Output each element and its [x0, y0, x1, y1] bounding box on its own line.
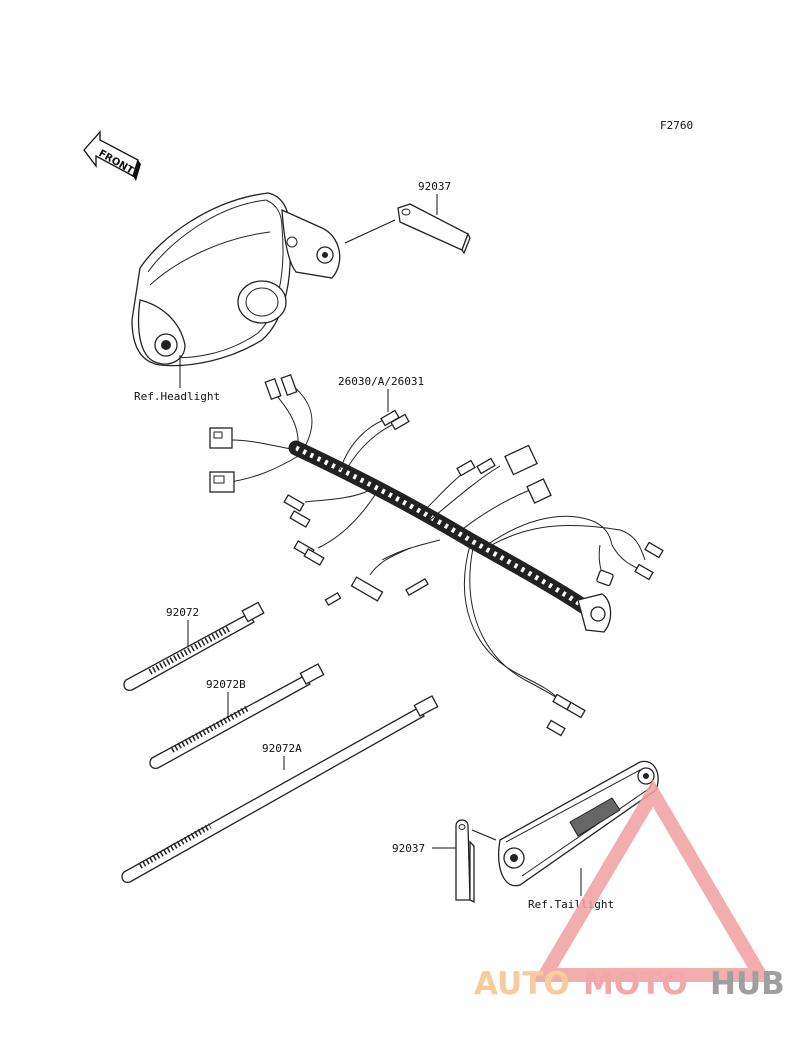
taillight-assembly: [498, 760, 659, 887]
bracket-bottom: [455, 819, 475, 904]
watermark-hub: HUB: [710, 966, 785, 1002]
watermark-triangle-icon: [532, 779, 773, 982]
strap-2: [149, 663, 325, 769]
part-label-strap-1: 92072: [166, 606, 199, 619]
part-label-strap-3: 92072A: [262, 742, 302, 755]
strap-3: [121, 695, 439, 883]
part-label-harness: 26030/A/26031: [338, 375, 424, 388]
headlight-assembly: [131, 192, 341, 367]
strap-1: [123, 601, 265, 691]
bracket-top: [397, 203, 471, 255]
front-arrow-icon: FRONT: [83, 130, 141, 181]
watermark-moto: MOTO: [583, 966, 688, 1002]
ref-headlight-label: Ref.Headlight: [134, 390, 220, 403]
watermark: AUTO MOTO HUB: [474, 779, 785, 1002]
figure-code: F2760: [660, 119, 693, 132]
ref-taillight-label: Ref.Taillight: [528, 898, 614, 911]
part-label-strap-2: 92072B: [206, 678, 246, 691]
part-label-bracket-top: 92037: [418, 180, 451, 193]
part-label-bracket-bottom: 92037: [392, 842, 425, 855]
watermark-auto: AUTO: [474, 966, 570, 1002]
wiring-harness: [209, 373, 664, 737]
